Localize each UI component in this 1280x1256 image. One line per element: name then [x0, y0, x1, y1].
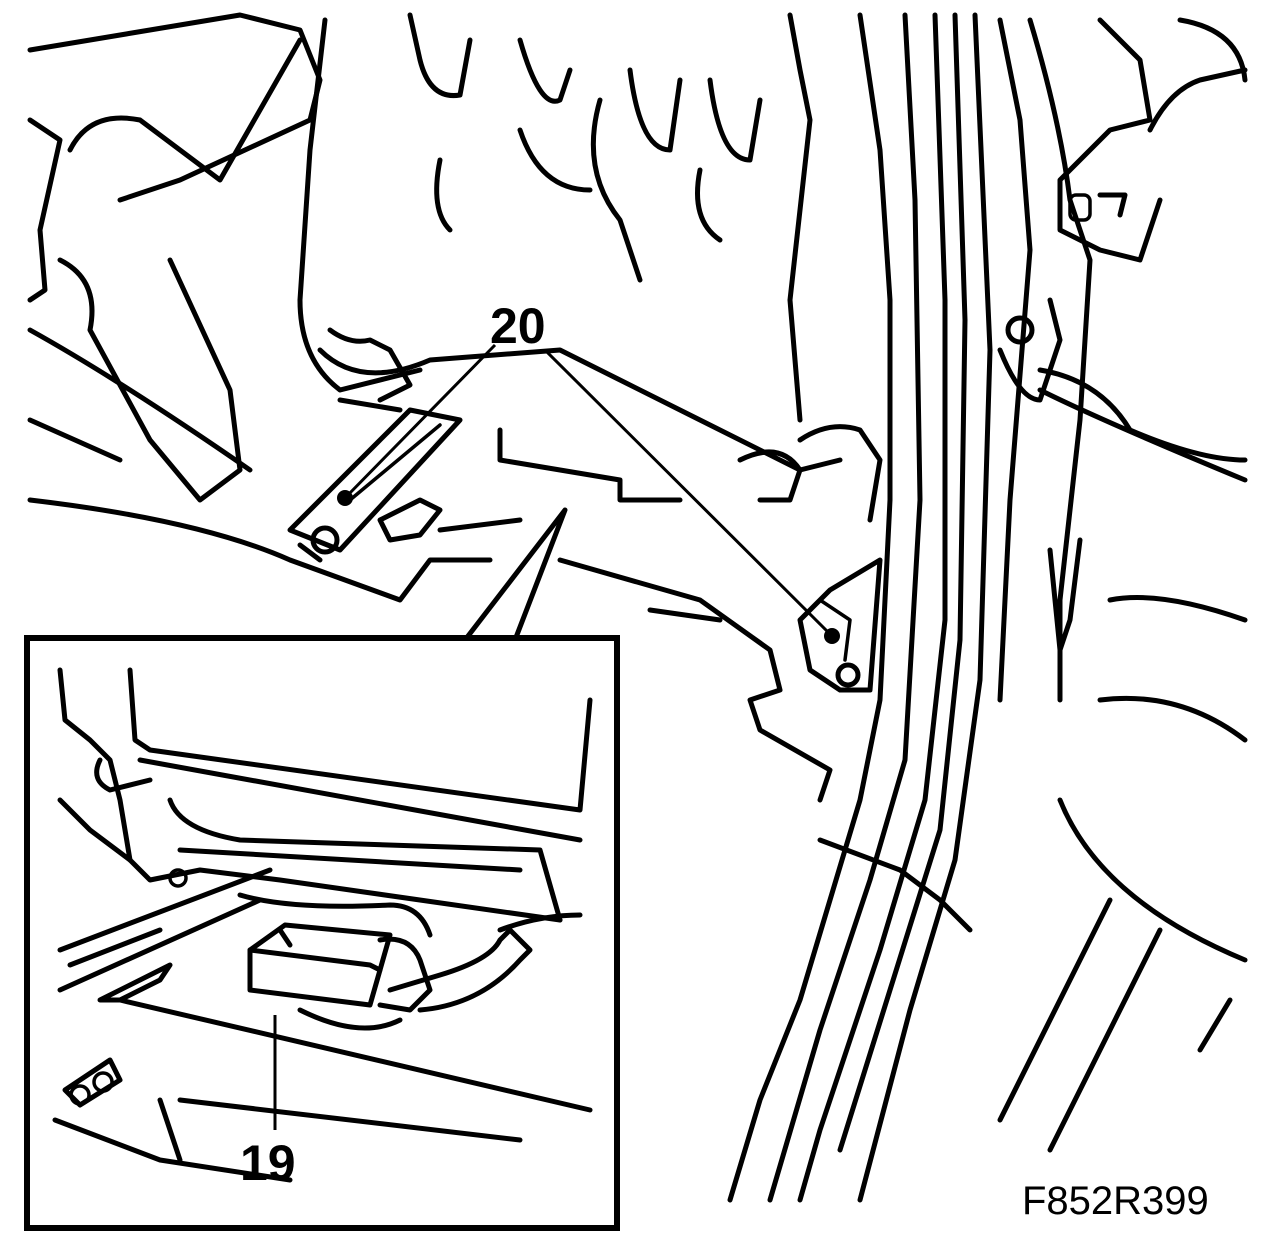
right-seat-rail: [797, 557, 883, 693]
rear-seat: [297, 12, 883, 523]
b-pillar-trim: [997, 17, 1248, 1153]
anchor-bolt: [1005, 315, 1035, 345]
callout-19-label: 19: [240, 1135, 296, 1191]
main-scene: [27, 12, 1248, 1203]
door-pillar: [727, 12, 1093, 1203]
inset-frame: [24, 635, 620, 1231]
callout-20-label: 20: [490, 298, 546, 354]
inset-seat: [52, 667, 593, 1183]
floor: [27, 497, 973, 933]
inset-detail: [24, 635, 620, 1231]
connector: [237, 892, 583, 1031]
callout-20-leaders: [343, 343, 834, 638]
figure-id: F852R399: [1022, 1179, 1209, 1223]
inset-pointer: [462, 507, 568, 643]
front-seat: [27, 12, 323, 503]
left-seat-rail: [287, 407, 463, 563]
